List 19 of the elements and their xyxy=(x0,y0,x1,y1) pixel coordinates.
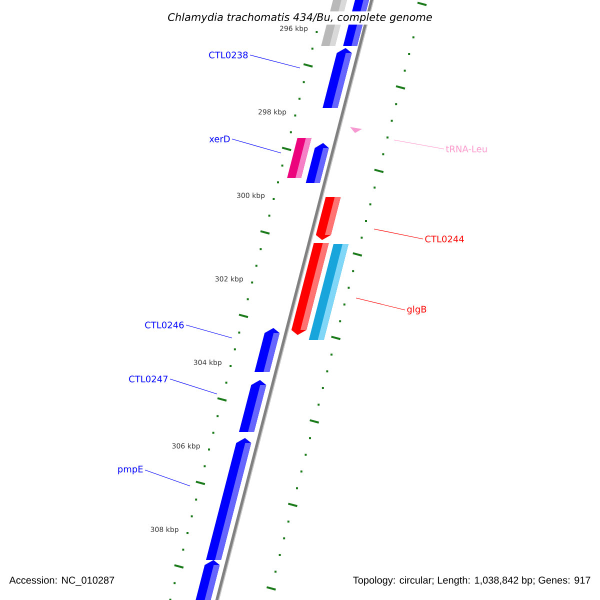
gene-label: CTL0238 xyxy=(209,52,248,58)
gene-label: CTL0247 xyxy=(129,376,168,382)
leader-line xyxy=(170,378,218,394)
leader-line xyxy=(144,470,190,486)
leader-line xyxy=(250,54,300,68)
title: Chlamydia trachomatis 434/Bu, complete genome xyxy=(166,11,434,25)
leader-line xyxy=(394,140,444,150)
gene-label: xerD xyxy=(209,136,230,142)
gene-label: glgB xyxy=(407,306,426,314)
leader-line xyxy=(186,324,232,338)
gene-label: CTL0244 xyxy=(425,236,464,242)
accession-text: Accession: NC_010287 xyxy=(8,575,116,587)
genome-info-text: Topology: circular; Length: 1,038,842 bp; Genes: 917 xyxy=(352,575,592,587)
gene-label: pmpE xyxy=(118,466,143,474)
leader-line xyxy=(374,228,424,240)
leader-line xyxy=(232,138,282,154)
leader-line xyxy=(356,298,406,310)
gene-label: CTL0246 xyxy=(145,322,184,328)
gene-label: tRNA-Leu xyxy=(446,146,487,152)
